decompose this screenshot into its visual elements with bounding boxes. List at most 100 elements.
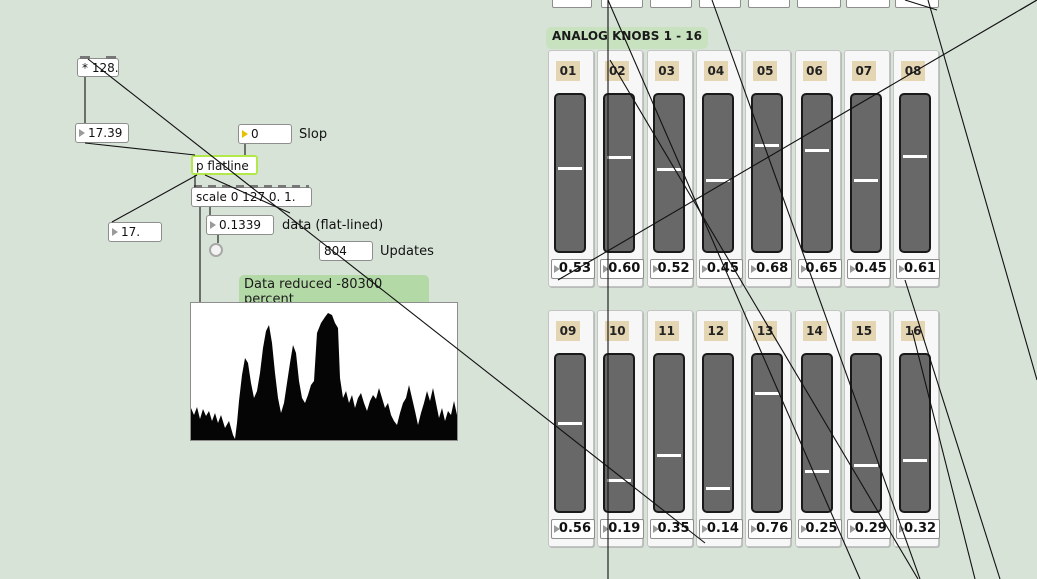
knob-value-box-10[interactable]: 0.19 (600, 519, 645, 539)
scale-object[interactable]: scale 0 127 0. 1. (191, 185, 312, 207)
flatline-subpatch[interactable]: p flatline (191, 155, 258, 175)
slider-handle[interactable] (558, 422, 582, 425)
slider-handle[interactable] (558, 167, 582, 170)
knob-slider-02[interactable] (603, 93, 636, 253)
knob-value-box-13[interactable]: 0.76 (748, 519, 793, 539)
knob-number-label: 05 (753, 61, 778, 81)
knob-value-box-12[interactable]: 0.14 (698, 519, 743, 539)
slider-handle[interactable] (656, 168, 681, 171)
slider-handle[interactable] (853, 464, 878, 467)
knob-value-box-02[interactable]: 0.60 (600, 259, 645, 279)
waveform-shape (191, 313, 457, 440)
knob-number-label: 03 (654, 61, 679, 81)
knob-number-label: 12 (703, 321, 728, 341)
slider-handle[interactable] (607, 156, 632, 159)
top-object-stub[interactable] (797, 0, 841, 8)
top-object-stub[interactable] (650, 0, 692, 8)
knob-value-box-07[interactable]: 0.45 (846, 259, 891, 279)
slop-number-value: 0 (251, 127, 259, 141)
slider-handle[interactable] (607, 479, 632, 482)
top-object-stub[interactable] (601, 0, 643, 8)
knob-value-box-05[interactable]: 0.68 (748, 259, 793, 279)
knob-value-box-03[interactable]: 0.52 (649, 259, 694, 279)
knob-number-label: 07 (851, 61, 876, 81)
slider-handle[interactable] (755, 144, 780, 147)
patch-cord (111, 174, 198, 223)
knob-slider-10[interactable] (603, 353, 636, 513)
slider-handle[interactable] (656, 454, 681, 457)
knob-value-box-06[interactable]: 0.65 (797, 259, 842, 279)
slop-number-box[interactable]: 0 (238, 124, 292, 144)
slider-handle[interactable] (903, 459, 928, 462)
slop-label: Slop (299, 127, 328, 142)
knob-value-box-14[interactable]: 0.25 (797, 519, 842, 539)
slider-handle[interactable] (705, 179, 730, 182)
patch-cord (1019, 0, 1037, 11)
top-object-stub[interactable] (699, 0, 741, 8)
knob-value-box-09[interactable]: 0.56 (551, 519, 595, 539)
knob-slider-16[interactable] (899, 353, 932, 513)
waveform-display[interactable] (190, 302, 458, 441)
knob-slider-14[interactable] (800, 353, 833, 513)
knob-value-box-08[interactable]: 0.61 (896, 259, 941, 279)
updates-number-box[interactable]: 804 (319, 241, 373, 261)
knob-value-box-11[interactable]: 0.35 (649, 519, 694, 539)
left-number-box[interactable]: 17. (108, 222, 162, 242)
data-number-box[interactable]: 0.1339 (206, 215, 274, 235)
multiply-object-text: * 128. (82, 61, 119, 75)
object-inlets (194, 185, 309, 188)
knob-slider-06[interactable] (800, 93, 833, 253)
slider-handle[interactable] (755, 392, 780, 395)
top-object-stub[interactable] (846, 0, 890, 8)
top-object-stub[interactable] (895, 0, 939, 8)
knob-number-label: 10 (605, 321, 630, 341)
patch-cord (927, 0, 1037, 381)
knob-value-box-15[interactable]: 0.29 (846, 519, 891, 539)
knob-number-label: 02 (605, 61, 630, 81)
knob-slider-13[interactable] (751, 353, 784, 513)
data-number-value: 0.1339 (219, 218, 261, 232)
knob-slider-12[interactable] (701, 353, 734, 513)
knob-slider-05[interactable] (751, 93, 784, 253)
knob-value-box-16[interactable]: 0.32 (896, 519, 941, 539)
slider-handle[interactable] (903, 155, 928, 158)
patch-cord (84, 142, 196, 156)
slider-handle[interactable] (705, 487, 730, 490)
knob-slider-08[interactable] (899, 93, 932, 253)
knob-value-box-01[interactable]: 0.53 (551, 259, 595, 279)
knob-slider-07[interactable] (849, 93, 882, 253)
multiply-object[interactable]: * 128. (77, 56, 119, 77)
top-object-stub[interactable] (748, 0, 790, 8)
knob-number-label: 13 (753, 321, 778, 341)
slider-handle[interactable] (804, 149, 829, 152)
knob-slider-03[interactable] (652, 93, 685, 253)
knobs-title: ANALOG KNOBS 1 - 16 (546, 27, 708, 49)
top-object-stub[interactable] (552, 0, 592, 8)
knob-number-label: 11 (654, 321, 679, 341)
input-number-box[interactable]: 17.39 (75, 123, 129, 143)
knob-value-box-04[interactable]: 0.45 (698, 259, 743, 279)
knob-slider-09[interactable] (554, 353, 586, 513)
knob-slider-04[interactable] (701, 93, 734, 253)
knob-number-label: 01 (556, 61, 580, 81)
knob-slider-11[interactable] (652, 353, 685, 513)
slider-handle[interactable] (804, 470, 829, 473)
activity-toggle[interactable] (209, 243, 223, 257)
input-number-value: 17.39 (88, 126, 123, 140)
slider-handle[interactable] (853, 179, 878, 182)
knob-number-label: 09 (556, 321, 580, 341)
scale-object-text: scale 0 127 0. 1. (196, 190, 296, 204)
knob-slider-15[interactable] (849, 353, 882, 513)
knob-slider-01[interactable] (554, 93, 586, 253)
knob-number-label: 16 (901, 321, 926, 341)
